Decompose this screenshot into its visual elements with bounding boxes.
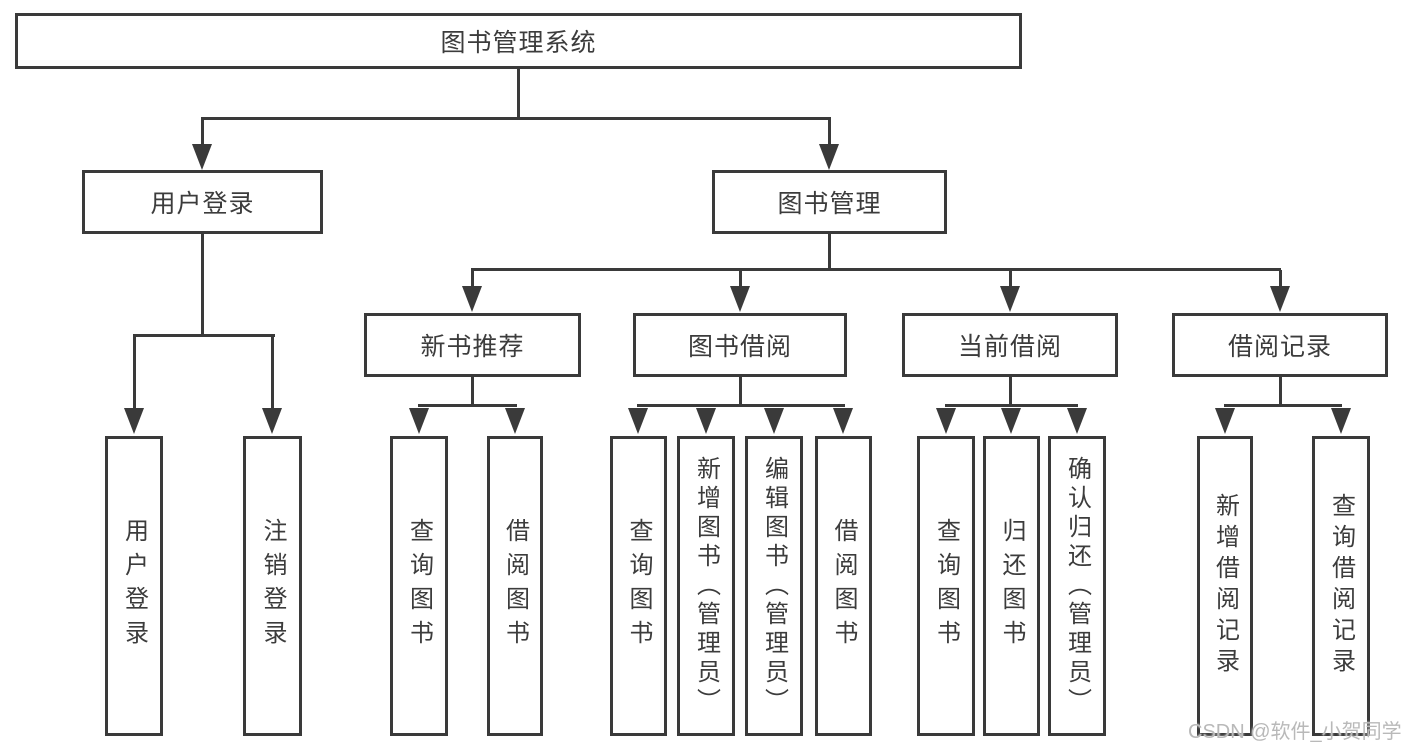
node-leaf-query-book-3: 查询图书 xyxy=(917,436,975,736)
node-label: 借阅记录 xyxy=(1227,333,1332,361)
node-label: 图书管理系统 xyxy=(440,29,597,57)
connector-root-vline xyxy=(517,69,520,119)
arrowhead-down-icon xyxy=(819,144,839,170)
connector-newbook-vline xyxy=(471,377,474,406)
connector-bookborrow-hline xyxy=(637,404,845,407)
node-book-management: 图书管理 xyxy=(712,170,947,234)
arrowhead-down-icon xyxy=(1215,408,1235,434)
connector-stub-login xyxy=(133,336,136,410)
arrowhead-down-icon xyxy=(1331,408,1351,434)
csdn-watermark: CSDN @软件_小贺同学 xyxy=(1188,721,1402,743)
connector-stub-current-borrow xyxy=(1009,270,1012,288)
arrowhead-down-icon xyxy=(764,408,784,434)
connector-userlogin-hline xyxy=(133,334,275,337)
node-label: 借阅图书 xyxy=(501,518,529,654)
node-user-login: 用户登录 xyxy=(82,170,323,234)
connector-stub-book-borrow xyxy=(739,270,742,288)
node-label: 新增借阅记录 xyxy=(1211,493,1239,679)
connector-bookborrow-vline xyxy=(739,377,742,406)
node-leaf-confirm-return-admin: 确认归还（管理员） xyxy=(1048,436,1106,736)
node-label: 查询图书 xyxy=(932,518,960,654)
arrowhead-down-icon xyxy=(505,408,525,434)
connector-stub-new-book xyxy=(471,270,474,288)
node-label: 确认归还（管理员） xyxy=(1063,455,1091,717)
connector-currentborrow-vline xyxy=(1009,377,1012,406)
arrowhead-down-icon xyxy=(628,408,648,434)
connector-userlogin-vline xyxy=(201,234,204,336)
connector-currentborrow-hline xyxy=(945,404,1078,407)
node-book-borrow: 图书借阅 xyxy=(633,313,847,377)
arrowhead-down-icon xyxy=(1067,408,1087,434)
node-label: 新书推荐 xyxy=(420,333,525,361)
connector-bookmgmt-vline xyxy=(828,234,831,270)
node-borrow-records: 借阅记录 xyxy=(1172,313,1388,377)
node-leaf-query-borrow-record: 查询借阅记录 xyxy=(1312,436,1370,736)
node-label: 新增图书（管理员） xyxy=(692,455,720,717)
node-leaf-query-book-2: 查询图书 xyxy=(610,436,667,736)
node-new-book-recommend: 新书推荐 xyxy=(364,313,581,377)
node-leaf-add-book-admin: 新增图书（管理员） xyxy=(677,436,735,736)
arrowhead-down-icon xyxy=(462,286,482,312)
arrowhead-down-icon xyxy=(1000,286,1020,312)
arrowhead-down-icon xyxy=(696,408,716,434)
arrowhead-down-icon xyxy=(730,286,750,312)
arrowhead-down-icon xyxy=(936,408,956,434)
node-leaf-borrow-book-2: 借阅图书 xyxy=(815,436,872,736)
node-leaf-borrow-book-1: 借阅图书 xyxy=(487,436,543,736)
arrowhead-down-icon xyxy=(1001,408,1021,434)
node-label: 图书管理 xyxy=(777,190,882,218)
node-label: 借阅图书 xyxy=(830,518,857,654)
node-label: 用户登录 xyxy=(150,190,255,218)
node-label: 编辑图书（管理员） xyxy=(760,455,788,717)
node-leaf-user-login: 用户登录 xyxy=(105,436,163,736)
node-leaf-edit-book-admin: 编辑图书（管理员） xyxy=(745,436,803,736)
connector-borrowrecords-vline xyxy=(1279,377,1282,406)
connector-stub-logout xyxy=(271,336,274,410)
arrowhead-down-icon xyxy=(192,144,212,170)
node-label: 当前借阅 xyxy=(957,333,1062,361)
node-label: 归还图书 xyxy=(998,518,1025,654)
node-label: 用户登录 xyxy=(120,518,148,654)
connector-root-hline xyxy=(201,117,831,120)
node-label: 注销登录 xyxy=(259,518,286,654)
arrowhead-down-icon xyxy=(124,408,144,434)
node-label: 查询图书 xyxy=(625,518,652,654)
node-leaf-logout: 注销登录 xyxy=(243,436,302,736)
node-label: 查询图书 xyxy=(405,518,433,654)
node-label: 查询借阅记录 xyxy=(1327,493,1355,679)
arrowhead-down-icon xyxy=(1270,286,1290,312)
connector-bookmgmt-hline xyxy=(471,268,1281,271)
node-current-borrow: 当前借阅 xyxy=(902,313,1118,377)
connector-stub-borrow-records xyxy=(1279,270,1282,288)
connector-newbook-hline xyxy=(418,404,517,407)
node-label: 图书借阅 xyxy=(687,333,792,361)
connector-borrowrecords-hline xyxy=(1224,404,1342,407)
node-root-system: 图书管理系统 xyxy=(15,13,1022,69)
arrowhead-down-icon xyxy=(833,408,853,434)
node-leaf-return-book: 归还图书 xyxy=(983,436,1040,736)
connector-stub-book-mgmt xyxy=(828,119,831,146)
arrowhead-down-icon xyxy=(262,408,282,434)
node-leaf-add-borrow-record: 新增借阅记录 xyxy=(1197,436,1253,736)
arrowhead-down-icon xyxy=(409,408,429,434)
connector-stub-user-login xyxy=(201,119,204,146)
node-leaf-query-book-1: 查询图书 xyxy=(390,436,448,736)
